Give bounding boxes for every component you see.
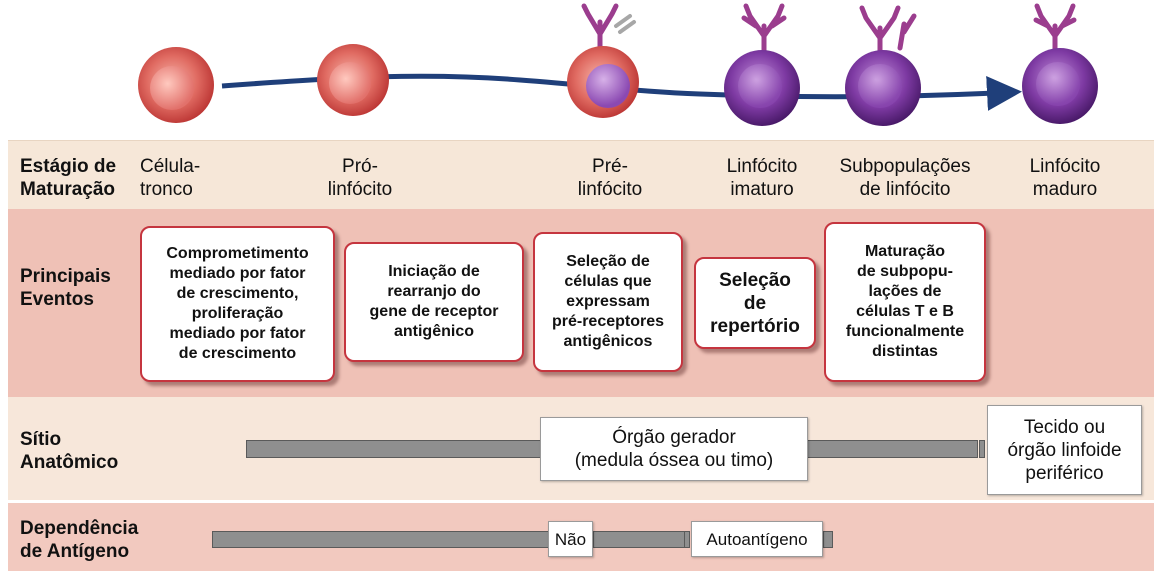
row-label-events: Principais Eventos	[20, 266, 111, 310]
event-subset-maturation: Maturação de subpopu- lações de células …	[824, 222, 986, 382]
site-generator-bar-right	[806, 440, 978, 458]
site-generator-bar-left	[246, 440, 544, 458]
stage-stem-cell: Célula- tronco	[140, 156, 201, 200]
stage-pro-lymphocyte: Pró- linfócito	[327, 156, 393, 200]
event-growth-factor-commitment: Comprometimento mediado por fator de cre…	[140, 226, 335, 382]
stage-immature-lymphocyte: Linfócito imaturo	[726, 156, 798, 200]
pre-lymphocyte-cell-icon	[567, 3, 639, 118]
lymphocyte-subset-cell-icon	[845, 5, 921, 126]
maturation-stage-band	[8, 140, 1154, 210]
pro-lymphocyte-cell-icon	[317, 44, 389, 116]
stem-cell-icon	[138, 47, 214, 123]
antigen-self-label: Autoantígeno	[691, 521, 823, 557]
event-receptor-gene-rearrangement: Iniciação de rearranjo do gene de recept…	[344, 242, 524, 362]
site-generator-organ: Órgão gerador (medula óssea ou timo)	[540, 417, 808, 481]
stage-lymphocyte-subsets: Subpopulações de linfócito	[839, 156, 971, 200]
site-bar-divider	[979, 440, 985, 458]
row-label-site: Sítio Anatômico	[20, 429, 119, 473]
antigen-bar-middle	[593, 531, 685, 548]
antigen-bar-left	[212, 531, 550, 548]
antigen-bar-divider	[684, 531, 690, 548]
event-repertoire-selection: Seleção de repertório	[694, 257, 816, 349]
antigen-no-label: Não	[548, 521, 593, 557]
row-label-antigen: Dependência de Antígeno	[20, 518, 139, 562]
mature-lymphocyte-cell-icon	[1022, 3, 1098, 124]
stage-mature-lymphocyte: Linfócito maduro	[1029, 156, 1101, 200]
immature-lymphocyte-cell-icon	[724, 3, 800, 126]
stage-pre-lymphocyte: Pré- linfócito	[577, 156, 643, 200]
row-label-stage: Estágio de Maturação	[20, 156, 117, 200]
site-peripheral-tissue: Tecido ou órgão linfoide periférico	[987, 405, 1142, 495]
antigen-bar-end	[823, 531, 833, 548]
event-pre-receptor-selection: Seleção de células que expressam pré-rec…	[533, 232, 683, 372]
